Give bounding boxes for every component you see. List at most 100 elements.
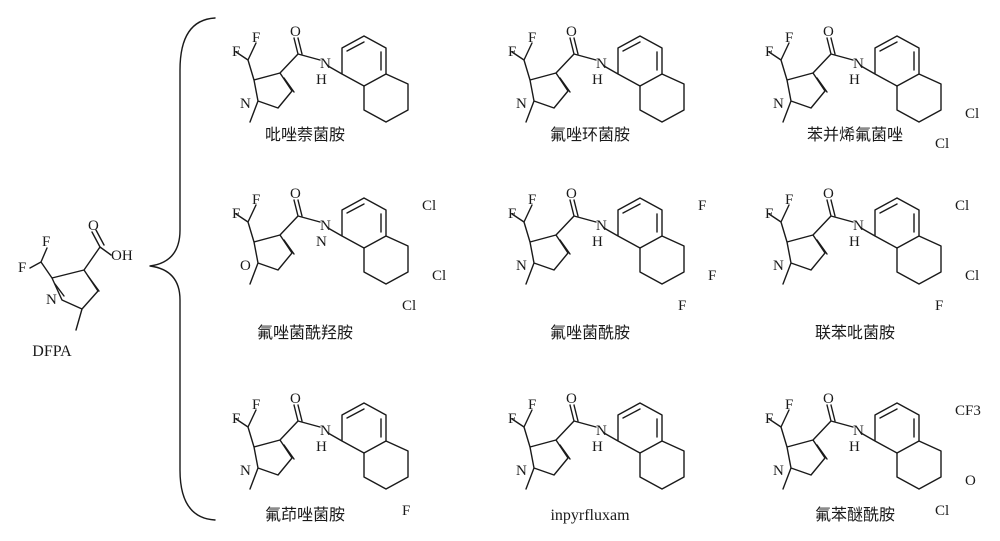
atom-label: H [592, 72, 603, 88]
atom-label: O [823, 186, 834, 202]
atom-label: N [596, 423, 607, 439]
double-bonds [283, 199, 303, 255]
atom-label: H [849, 72, 860, 88]
aromatic-bonds [622, 41, 658, 71]
atom-label: N [320, 56, 331, 72]
atom-label: F [252, 397, 260, 413]
atom-label: O [823, 391, 834, 407]
dfpa-bonds [29, 229, 112, 331]
compound-name: 苯并烯氟菌唑 [807, 126, 903, 144]
aromatic-bonds [346, 41, 382, 71]
atom-label: O [566, 391, 577, 407]
atom-label: F [252, 30, 260, 46]
double-bonds [283, 37, 303, 93]
aryl-ring-bonds [327, 35, 387, 87]
aromatic-bonds [346, 408, 382, 438]
atom-label: O [290, 186, 301, 202]
atom-label: F [698, 198, 706, 214]
aromatic-bonds [622, 203, 658, 233]
substituent-bonds [363, 440, 409, 490]
aryl-ring-bonds [327, 402, 387, 454]
pyrazole-bonds [235, 37, 321, 123]
double-bonds [559, 404, 579, 460]
aryl-ring-bonds [603, 35, 663, 87]
atom-label: H [316, 439, 327, 455]
atom-label: F [765, 206, 773, 222]
double-bonds [559, 199, 579, 255]
atom-label: F [785, 30, 793, 46]
pyrazole-bonds [235, 199, 321, 285]
atom-label: N [596, 56, 607, 72]
atom-label: Cl [965, 106, 979, 122]
atom-label: O [566, 186, 577, 202]
substituent-bonds [639, 235, 685, 285]
substituent-bonds [896, 235, 942, 285]
pyrazole-bonds [235, 404, 321, 490]
aryl-ring-bonds [860, 197, 920, 249]
atom-label: F [678, 298, 686, 314]
substituent-bonds [363, 235, 409, 285]
atom-label: N [46, 292, 57, 308]
compound-name: inpyrfluxam [550, 507, 630, 524]
aryl-ring-bonds [860, 402, 920, 454]
pyrazole-bonds [768, 199, 854, 285]
atom-label: OH [111, 248, 133, 264]
atom-label: N [853, 218, 864, 234]
atom-label: N [773, 258, 784, 274]
pyrazole-bonds [768, 37, 854, 123]
double-bonds [816, 404, 836, 460]
atom-label: O [240, 258, 251, 274]
aryl-ring-bonds [327, 197, 387, 249]
substituent-bonds [896, 440, 942, 490]
compound-name: 吡唑萘菌胺 [265, 126, 345, 144]
atom-label: F [42, 234, 50, 250]
atom-label: F [508, 411, 516, 427]
atom-label: F [528, 192, 536, 208]
atom-label: O [88, 218, 99, 234]
atom-label: F [508, 206, 516, 222]
atom-label: O [290, 24, 301, 40]
atom-label: N [516, 96, 527, 112]
atom-label: F [785, 397, 793, 413]
atom-label: F [935, 298, 943, 314]
double-bonds [283, 404, 303, 460]
atom-label: F [18, 260, 26, 276]
atom-label: CF3 [955, 403, 981, 419]
atom-label: F [528, 397, 536, 413]
atom-label: N [516, 463, 527, 479]
atom-label: N [516, 258, 527, 274]
pyrazole-bonds [511, 37, 597, 123]
atom-label: Cl [422, 198, 436, 214]
atom-label: H [592, 234, 603, 250]
atom-label: F [252, 192, 260, 208]
atom-label: F [232, 44, 240, 60]
atom-label: F [508, 44, 516, 60]
compound-name: 氟唑环菌胺 [550, 126, 630, 144]
compound-name: 氟唑菌酰胺 [550, 324, 630, 342]
atom-label: F [402, 503, 410, 519]
atom-label: F [765, 411, 773, 427]
atom-label: O [566, 24, 577, 40]
atom-label: O [965, 473, 976, 489]
atom-label: N [773, 96, 784, 112]
compound-name: 氟茚唑菌胺 [265, 506, 345, 524]
pyrazole-bonds [511, 404, 597, 490]
double-bonds [559, 37, 579, 93]
double-bonds [816, 199, 836, 255]
atom-label: N [773, 463, 784, 479]
atom-label: N [853, 423, 864, 439]
aromatic-bonds [879, 41, 915, 71]
atom-label: H [592, 439, 603, 455]
atom-label: N [240, 96, 251, 112]
aromatic-bonds [879, 203, 915, 233]
pyrazole-bonds [511, 199, 597, 285]
aromatic-bonds [622, 408, 658, 438]
atom-label: H [849, 439, 860, 455]
